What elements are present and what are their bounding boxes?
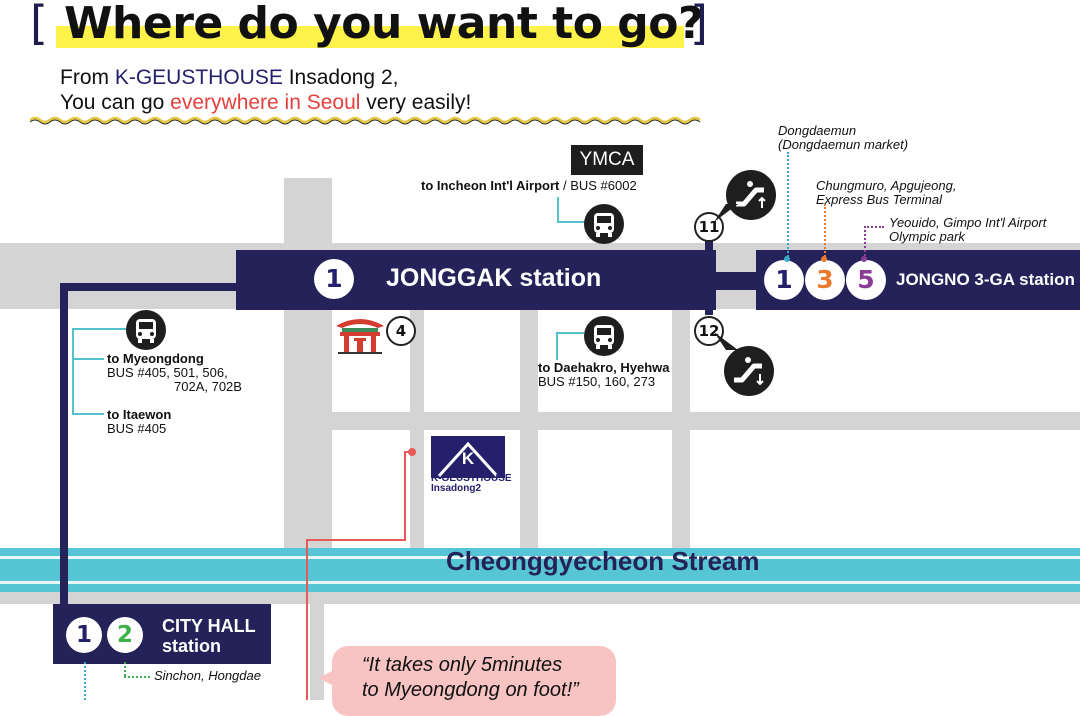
title-bracket-close: ] [690, 0, 708, 50]
chungmuro-line-2: Express Bus Terminal [816, 192, 942, 207]
title-bracket-open: [ [30, 0, 48, 50]
daehakro-walk-line-v [556, 332, 558, 360]
page-title: Where do you want to go? [64, 0, 704, 49]
road-horizontal-3 [0, 592, 1080, 604]
cityhall-line-2-badge: 2 [107, 617, 143, 653]
intro-highlight: everywhere in Seoul [170, 91, 361, 114]
line-1-east-connector [714, 272, 756, 290]
airport-walk-line-h [557, 221, 585, 223]
line-5-transfer-dotted [864, 226, 866, 260]
line-1-transfer-dotted [787, 152, 789, 260]
road-vertical-1 [284, 178, 332, 548]
intro-brand: K-GEUSTHOUSE [114, 66, 283, 89]
bus-icon [126, 310, 166, 350]
title-highlight [56, 26, 684, 48]
guesthouse-branch: Insadong2 [431, 483, 482, 494]
guesthouse-name: K-GEUSTHOUSE [431, 473, 512, 484]
myeongdong-destination: to Myeongdong [107, 351, 204, 366]
k-guesthouse-logo-icon: K [431, 436, 505, 478]
escalator-icon [724, 346, 774, 396]
walk-route-lower [306, 539, 308, 700]
dongdaemun-line-1: Dongdaemun [778, 123, 857, 138]
road-vertical-south [310, 604, 324, 700]
bus-walk-line-v [72, 328, 74, 414]
exit-12-badge: 12 [694, 316, 724, 346]
bus-icon [584, 316, 624, 356]
intro-suffix: Insadong 2, [282, 66, 399, 89]
chungmuro-label: Chungmuro, Apgujeong, Express Bus Termin… [816, 179, 956, 207]
guesthouse-label: K-GEUSTHOUSE Insadong2 [431, 474, 512, 494]
jonggak-station-name: JONGGAK station [386, 264, 602, 292]
escalator-icon [726, 170, 776, 220]
intro-line-1: From K-GEUSTHOUSE Insadong 2, [60, 66, 398, 90]
line-1-to-cityhall-horizontal [60, 283, 236, 291]
bubble-pointer [318, 668, 338, 688]
cityhall-station-name: CITY HALL station [162, 616, 256, 656]
daehakro-bus-numbers: BUS #150, 160, 273 [538, 374, 656, 389]
cityhall-name-line-2: station [162, 636, 222, 656]
dongdaemun-line-2: (Dongdaemun market) [778, 137, 909, 152]
line-3-transfer-dot [821, 256, 827, 262]
stream-label: Cheonggyecheon Stream [446, 546, 760, 576]
yeouido-label: Yeouido, Gimpo Int'l Airport Olympic par… [889, 216, 1046, 244]
sinchon-label: Sinchon, Hongdae [154, 668, 261, 683]
dongdaemun-label: Dongdaemun (Dongdaemun market) [778, 124, 908, 152]
jonggak-line-1-badge: 1 [314, 259, 354, 299]
airport-bus-label: to Incheon Int'l Airport / BUS #6002 [421, 179, 637, 193]
cityhall-name-line-1: CITY HALL [162, 616, 256, 636]
logo-letter: K [461, 449, 475, 468]
walk-route-mid [306, 539, 406, 541]
escalator-pointer [714, 332, 738, 350]
jongno3ga-line-1-badge: 1 [764, 260, 804, 300]
bubble-line-1: “It takes only 5minutes [362, 654, 563, 676]
intro2-prefix: You can go [60, 91, 171, 114]
cityhall-line-2-dotted-v [124, 662, 126, 676]
temple-gate-icon [336, 319, 384, 354]
intro-line-2: You can go everywhere in Seoul very easi… [60, 91, 471, 115]
myeongdong-bus-1: BUS #405, 501, 506, [107, 365, 228, 380]
walk-time-text: “It takes only 5minutes to Myeongdong on… [362, 653, 579, 703]
cheonggyecheon-stream [0, 548, 1080, 592]
airport-destination: to Incheon Int'l Airport [421, 178, 560, 193]
bus-walk-line-h [72, 328, 126, 330]
itaewon-bus-number: BUS #405 [107, 421, 167, 436]
line-5-transfer-dotted-h [864, 226, 884, 228]
intro2-suffix: very easily! [360, 91, 472, 114]
line-5-transfer-dot [861, 256, 867, 262]
daehakro-label: to Daehakro, Hyehwa BUS #150, 160, 273 [538, 361, 670, 389]
yeouido-line-2: Olympic park [889, 229, 965, 244]
line-1-transfer-dot [784, 256, 790, 262]
jongno3ga-line-5-badge: 5 [846, 260, 886, 300]
myeongdong-label: to Myeongdong BUS #405, 501, 506, 702A, … [107, 352, 242, 394]
road-horizontal-2 [332, 412, 1080, 430]
bubble-line-2: to Myeongdong on foot!” [362, 679, 579, 701]
yeouido-line-1: Yeouido, Gimpo Int'l Airport [889, 215, 1047, 230]
daehakro-walk-line-h [556, 332, 584, 334]
escalator-pointer [714, 204, 738, 222]
line-3-transfer-dotted [824, 204, 826, 260]
cityhall-line-1-dotted [84, 662, 86, 700]
airport-walk-line-v [557, 197, 559, 223]
line-1-to-cityhall-vertical [60, 283, 68, 613]
jongno3ga-station-name: JONGNO 3-GA station [896, 270, 1075, 289]
walk-route-upper [404, 451, 406, 541]
itaewon-label: to Itaewon BUS #405 [107, 408, 171, 436]
chungmuro-line-1: Chungmuro, Apgujeong, [816, 178, 957, 193]
exit-4-badge: 4 [386, 316, 416, 346]
itaewon-destination: to Itaewon [107, 407, 172, 422]
cityhall-line-1-badge: 1 [66, 617, 102, 653]
yellow-wave-underline [30, 116, 701, 125]
myeongdong-walk-branch [72, 358, 104, 360]
ymca-label: YMCA [571, 145, 643, 175]
myeongdong-bus-2: 702A, 702B [174, 379, 242, 394]
cityhall-line-2-dotted-h [124, 676, 150, 678]
jongno3ga-line-3-badge: 3 [805, 260, 845, 300]
itaewon-walk-branch [72, 413, 104, 415]
airport-bus-number: / BUS #6002 [559, 178, 637, 193]
walk-route-start-dot [408, 448, 416, 456]
bus-icon [584, 204, 624, 244]
daehakro-destination: to Daehakro, Hyehwa [538, 360, 670, 375]
intro-prefix: From [60, 66, 115, 89]
